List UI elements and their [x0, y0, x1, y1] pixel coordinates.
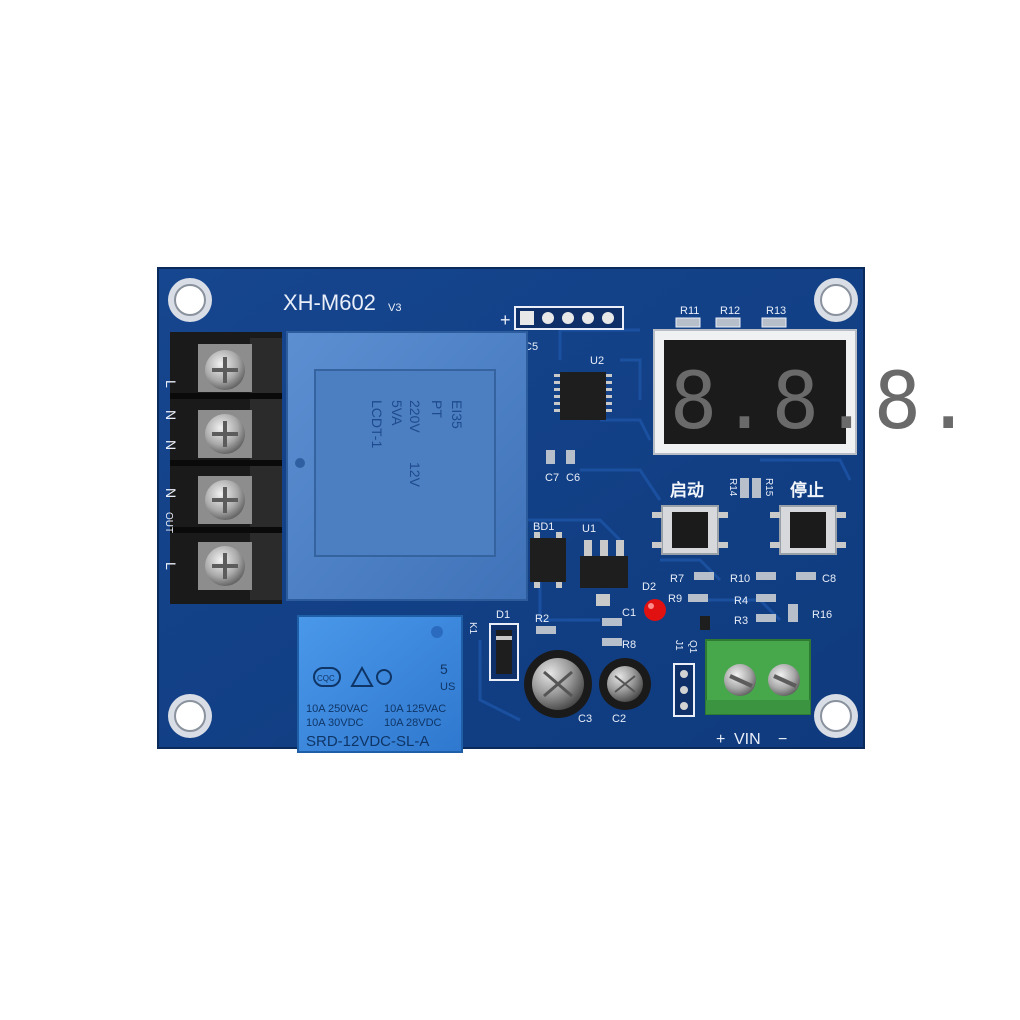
transistor-q1	[700, 616, 710, 630]
mounting-hole-top-left	[168, 278, 212, 322]
transformer-line-5: 12V	[407, 462, 423, 488]
electrolytic-capacitor-c2	[599, 658, 651, 710]
stop-button-label: 停止	[790, 480, 824, 500]
transformer-line-2: EI35	[449, 400, 465, 429]
terminal-label-1: L	[163, 380, 179, 388]
label-u1: U1	[582, 523, 596, 535]
terminal-screw-4	[205, 546, 245, 586]
mounting-hole-bottom-right	[814, 694, 858, 738]
vin-label: VIN	[734, 731, 761, 748]
relay-rating-right-2: 10A 28VDC	[384, 717, 442, 729]
label-c3: C3	[578, 713, 592, 725]
label-q1: Q1	[687, 640, 698, 654]
header-plus-label: +	[500, 310, 511, 330]
relay-model: SRD-12VDC-SL-A	[306, 733, 429, 750]
label-c8: C8	[822, 573, 836, 585]
terminal-label-4: N	[163, 488, 179, 498]
label-r14: R14	[727, 478, 738, 497]
smd-cluster-right	[536, 572, 816, 646]
terminal-screw-1	[205, 350, 245, 390]
terminal-screw-2	[205, 414, 245, 454]
label-d2: D2	[642, 581, 656, 593]
vin-minus-label: −	[778, 731, 787, 748]
label-k1: K1	[467, 622, 478, 635]
label-bd1: BD1	[533, 521, 554, 533]
transformer-line-3: 5VA	[389, 400, 405, 426]
label-c1: C1	[622, 607, 636, 619]
transformer	[286, 331, 528, 601]
relay-rating-right-1: 10A 125VAC	[384, 703, 446, 715]
header-j1	[673, 663, 695, 717]
relay-cert-cqc: CQC	[317, 674, 335, 683]
mounting-hole-bottom-left	[168, 694, 212, 738]
label-r11: R11	[680, 305, 699, 317]
terminal-screw-3	[205, 480, 245, 520]
electrolytic-capacitor-c3	[524, 650, 592, 718]
label-c7: C7	[545, 472, 559, 484]
label-r15: R15	[763, 478, 774, 497]
label-c2: C2	[612, 713, 626, 725]
stop-button[interactable]	[770, 505, 846, 555]
relay	[297, 615, 463, 753]
label-c6: C6	[566, 472, 580, 484]
label-r8: R8	[622, 639, 636, 651]
vin-terminal-block	[705, 639, 811, 715]
label-r16: R16	[812, 609, 832, 621]
smd-r14-r15	[740, 478, 761, 498]
smd-capacitors-c7-c6	[546, 450, 575, 464]
label-r3: R3	[734, 615, 748, 627]
terminal-label-3: N	[163, 440, 179, 450]
diode-d1	[489, 623, 519, 681]
label-j1: J1	[673, 640, 684, 651]
label-r9: R9	[668, 593, 682, 605]
regulator-u1	[580, 540, 628, 588]
seven-segment-display	[653, 329, 857, 455]
display-digits: 8.8.8.	[670, 357, 976, 447]
chip-u2	[554, 372, 612, 420]
vin-plus-label: +	[716, 731, 725, 748]
relay-rating-left-1: 10A 250VAC	[306, 703, 368, 715]
label-r12: R12	[720, 305, 740, 317]
mounting-hole-top-right	[814, 278, 858, 322]
terminal-label-2: N	[163, 410, 179, 420]
terminal-label-6: L	[163, 562, 179, 570]
pin-header-5	[514, 306, 624, 330]
label-r10: R10	[730, 573, 750, 585]
transformer-line-6: LCDT-1	[369, 400, 385, 448]
relay-number: 5	[440, 661, 448, 677]
label-r4: R4	[734, 595, 748, 607]
bridge-rectifier-bd1	[530, 532, 566, 588]
relay-cert-us: US	[440, 681, 455, 693]
label-d1: D1	[496, 609, 510, 621]
transformer-markings: PT EI35 5VA 220V 12V LCDT-1	[369, 400, 465, 488]
terminal-label-5: OUT	[163, 512, 174, 533]
transformer-line-1: PT	[429, 400, 445, 418]
smd-capacitor-c1	[596, 594, 610, 606]
transformer-line-4: 220V	[407, 400, 423, 433]
start-button[interactable]	[652, 505, 728, 555]
label-r7: R7	[670, 573, 684, 585]
relay-rating-left-2: 10A 30VDC	[306, 717, 364, 729]
board-model: XH-M602	[283, 290, 376, 315]
start-button-label: 启动	[670, 480, 704, 500]
label-u2: U2	[590, 355, 604, 367]
label-r13: R13	[766, 305, 786, 317]
board-version: V3	[388, 302, 401, 314]
smd-resistor-row-top	[675, 317, 787, 328]
led-d2	[644, 599, 666, 621]
label-r2: R2	[535, 613, 549, 625]
